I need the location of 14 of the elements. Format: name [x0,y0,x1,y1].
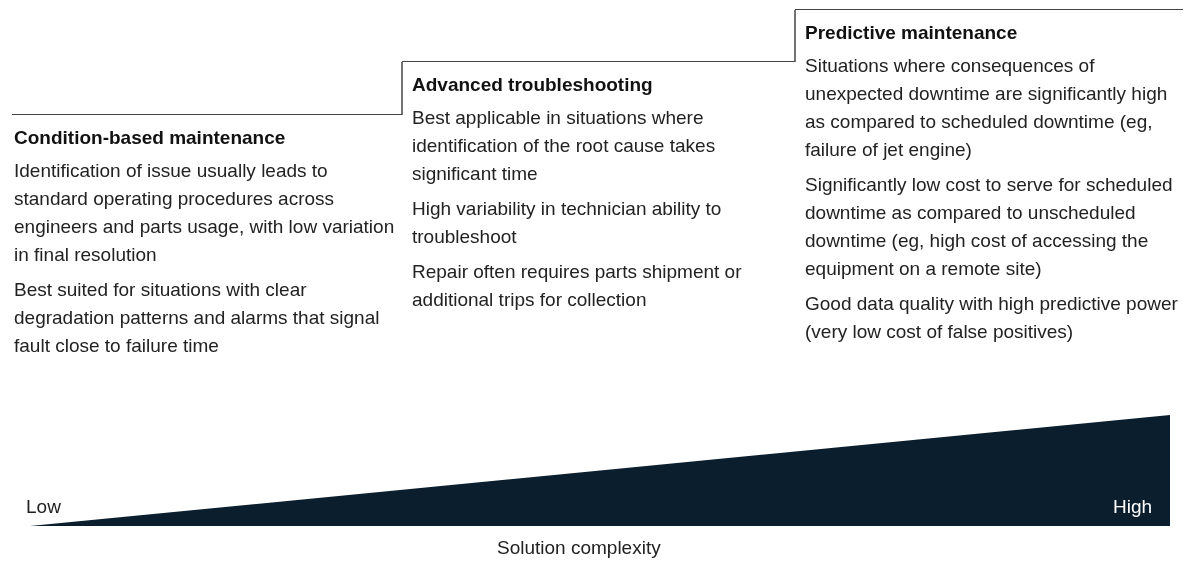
column-heading: Condition-based maintenance [14,127,287,149]
description-text: Identification of issue usually leads to standard operating procedures across engineers and parts usage, with low variation in final resolution [14,159,396,267]
axis-label: High [1113,496,1153,518]
description-text: Situations where consequences of unexpected downtime are significantly high as compared to scheduled downtime (eg, failure of jet engine) [805,54,1169,162]
description-text: Repair often requires parts shipment or additional trips for collection [412,260,743,312]
axis-title: Solution complexity [497,537,661,559]
description-text: Significantly low cost to serve for scheduled downtime as compared to unscheduled downtime (eg, high cost of accessing the equipment on a remote site) [805,173,1174,281]
description-text: Good data quality with high predictive power (very low cost of false positives) [805,292,1179,344]
description-text: Best applicable in situations where identification of the root cause takes significant time [412,106,717,186]
axis-label: Low [26,496,61,518]
column-heading: Advanced troubleshooting [412,74,654,96]
column-heading: Predictive maintenance [805,22,1019,44]
description-text: Best suited for situations with clear degradation patterns and alarms that signal fault close to failure time [14,278,381,358]
description-text: High variability in technician ability to troubleshoot [412,197,723,249]
